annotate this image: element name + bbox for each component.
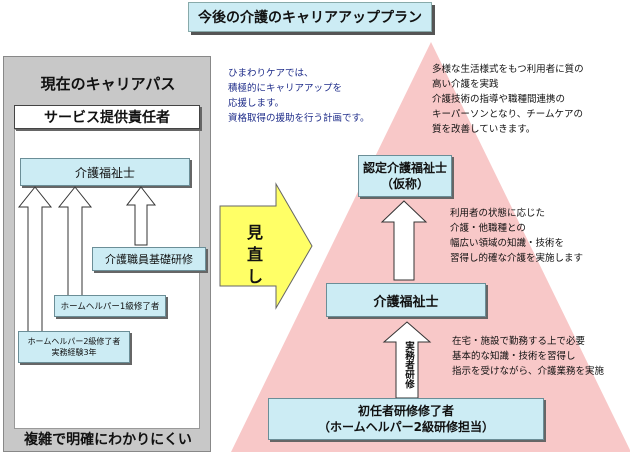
certified-label-line2: （仮称） [380, 177, 429, 191]
desc-line: 幅広い領域の知識・技術を [450, 238, 565, 249]
review-char: し [246, 267, 263, 286]
helper2-box: ホームヘルパー2級修了者 実務経験3年 [18, 331, 130, 363]
desc-line: キーパーソンとなり、チームケアの [432, 109, 583, 120]
desc-line: 利用者の状態に応じた [450, 208, 546, 219]
desc-line: 多様な生活様式をもつ利用者に質の [432, 64, 584, 75]
desc-line: 介護・他職種との [450, 223, 526, 234]
certified-care-worker-box: 認定介護福祉士 （仮称） [358, 155, 452, 197]
basic-training-label: 介護職員基礎研修 [105, 253, 193, 266]
himawari-line: 積極的にキャリアアップを [228, 83, 343, 94]
service-provider-box: サービス提供責任者 [14, 105, 200, 129]
beginner-description: 在宅・施設で勤務する上で必要 基本的な知識・技術を習得し 指示を受けながら、介護… [452, 334, 628, 379]
himawari-line: 応援します。 [228, 98, 285, 109]
certified-description: 多様な生活様式をもつ利用者に質の 高い介護を実践 介護技術の指導や職種間連携の … [432, 62, 628, 137]
pyramid-shape [231, 42, 630, 452]
helper2-label-line2: 実務経験3年 [51, 348, 97, 357]
desc-line: 指示を受けながら、介護業務を実施 [452, 366, 605, 377]
desc-line: 介護技術の指導や職種間連携の [432, 94, 566, 105]
bottom-left-text: 複雑で明確にわかりにくい [24, 432, 192, 448]
desc-line: 高い介護を実践 [432, 79, 499, 90]
care-worker-pyramid-box: 介護福祉士 [326, 283, 486, 317]
panel-heading: 現在のキャリアパス [40, 75, 176, 93]
care-worker-label: 介護福祉士 [74, 165, 135, 180]
current-career-path-panel: 現在のキャリアパス サービス提供責任者 介護福祉士 介護職員基礎研修 ホームヘル… [3, 56, 211, 452]
care-worker-box: 介護福祉士 [20, 158, 190, 186]
care-worker-pyramid-label: 介護福祉士 [373, 294, 439, 310]
himawari-care-text: ひまわりケアでは、 積極的にキャリアアップを 応援します。 資格取得の援助を行う… [228, 66, 378, 126]
desc-line: 在宅・施設で勤務する上で必要 [452, 336, 586, 347]
beginner-label-line1: 初任者研修修了者 [357, 404, 454, 418]
desc-line: 習得し的確な介護を実施します [450, 253, 584, 264]
desc-line: 質を改善していきます。 [432, 124, 536, 135]
basic-training-box: 介護職員基礎研修 [92, 247, 206, 271]
arrow-care-worker-to-certified [380, 200, 428, 281]
helper1-box: ホームヘルパー1級修了者 [54, 295, 166, 317]
review-arrow [219, 182, 313, 310]
review-char: 見 [246, 223, 263, 242]
desc-line: 基本的な知識・技術を習得し [452, 351, 576, 362]
beginner-label-line2: （ホームヘルパー2級研修担当） [318, 420, 494, 434]
review-char: 直 [246, 245, 263, 264]
practitioner-training-label: 実務者研修 [403, 341, 414, 389]
arrow-basic-training-to-care-worker [125, 186, 157, 246]
himawari-line: ひまわりケアでは、 [228, 68, 314, 79]
helper2-label-line1: ホームヘルパー2級修了者 [27, 337, 121, 346]
beginner-training-box: 初任者研修修了者 （ホームヘルパー2級研修担当） [268, 398, 544, 440]
himawari-line: 資格取得の援助を行う計画です。 [228, 113, 370, 124]
care-worker-description: 利用者の状態に応じた 介護・他職種との 幅広い領域の知識・技術を 習得し的確な介… [450, 206, 628, 266]
certified-label-line1: 認定介護福祉士 [362, 161, 447, 175]
page-title: 今後の介護のキャリアアッププラン [188, 2, 432, 32]
helper1-label: ホームヘルパー1級修了者 [60, 302, 160, 312]
review-label: 見 直 し [240, 222, 270, 288]
